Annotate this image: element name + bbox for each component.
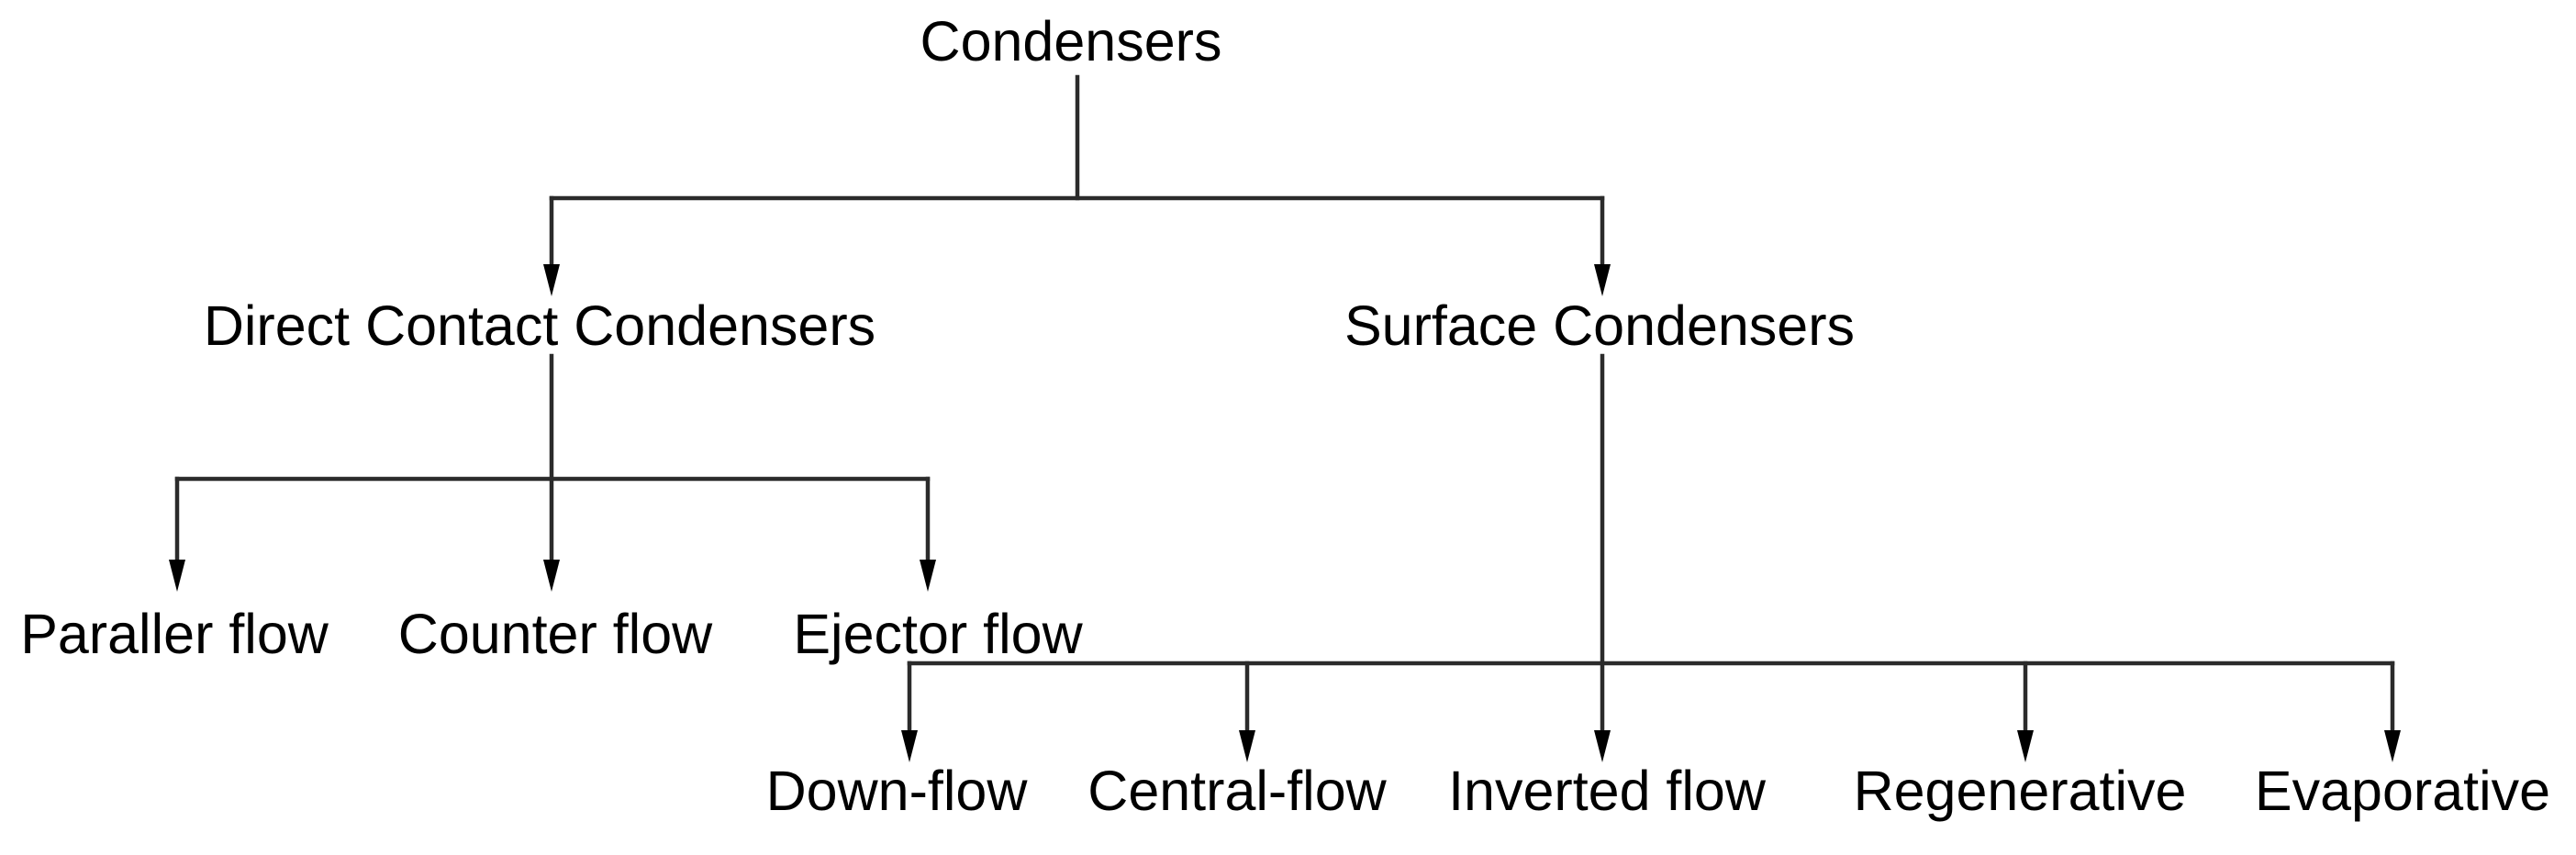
- arrowhead-paraller-flow-icon: [169, 560, 185, 592]
- node-down-flow: Down-flow: [766, 760, 1029, 822]
- node-ejector-flow: Ejector flow: [793, 603, 1083, 665]
- connectors-direct-contact: [169, 353, 936, 592]
- node-surface-condensers: Surface Condensers: [1344, 294, 1855, 357]
- node-inverted-flow: Inverted flow: [1448, 760, 1767, 822]
- arrowhead-ejector-flow-icon: [920, 560, 936, 592]
- node-paraller-flow: Paraller flow: [20, 603, 329, 665]
- arrowhead-surface-icon: [1594, 264, 1611, 296]
- connectors-surface: [901, 353, 2401, 762]
- node-central-flow: Central-flow: [1087, 760, 1387, 822]
- arrowhead-counter-flow-icon: [543, 560, 560, 592]
- node-direct-contact-condensers: Direct Contact Condensers: [204, 294, 875, 357]
- arrowhead-down-flow-icon: [901, 730, 918, 762]
- connectors-root: [543, 74, 1611, 296]
- node-counter-flow: Counter flow: [398, 603, 713, 665]
- node-regenerative: Regenerative: [1854, 760, 2187, 822]
- arrowhead-evaporative-icon: [2384, 730, 2401, 762]
- node-labels: Condensers Direct Contact Condensers Sur…: [20, 10, 2550, 822]
- arrowhead-direct-contact-icon: [543, 264, 560, 296]
- arrowhead-inverted-flow-icon: [1594, 730, 1611, 762]
- arrowhead-regenerative-icon: [2017, 730, 2034, 762]
- node-condensers: Condensers: [920, 10, 1222, 72]
- arrowhead-central-flow-icon: [1239, 730, 1255, 762]
- node-evaporative: Evaporative: [2255, 760, 2550, 822]
